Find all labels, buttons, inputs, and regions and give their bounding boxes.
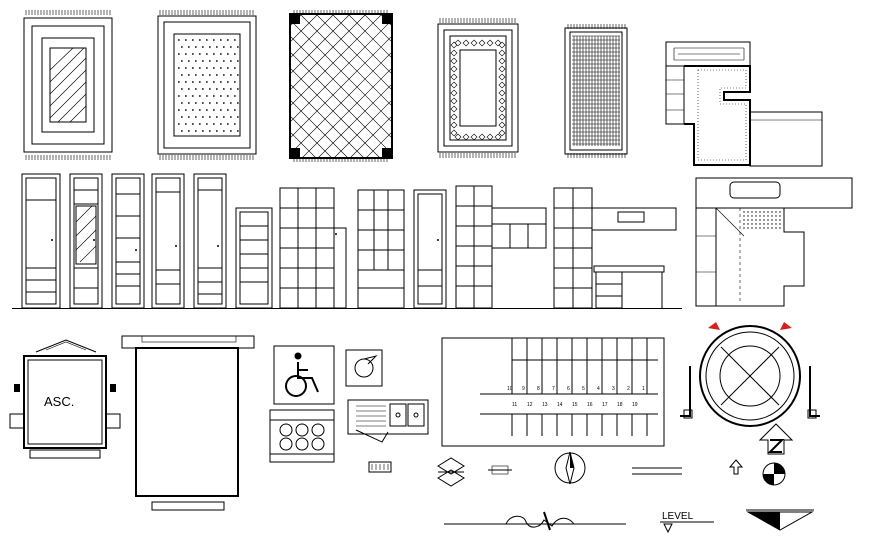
compass-icon [554,451,586,485]
stair-number: 19 [632,402,638,408]
rug-4 [432,18,524,158]
stair-number: 15 [572,402,578,408]
stair-number: 13 [542,402,548,408]
north-arrow [756,422,796,456]
stair-number: 11 [512,402,517,408]
stove [266,408,338,468]
level-mark-icon [746,509,814,531]
stair-number: 1 [642,386,645,392]
rotation-symbol [344,348,384,388]
fringe [25,10,111,160]
stair-number: 8 [537,386,540,392]
section-mark-icon [762,462,786,486]
stair-number: 6 [567,386,570,392]
break-line [630,464,684,480]
level-mark-icon: LEVEL [660,511,714,534]
stair-number: 5 [582,386,585,392]
accessible-icon [273,345,335,405]
level-mark: LEVEL [658,508,718,536]
stair-number: 4 [597,386,600,392]
rug-icon [23,10,113,160]
level-triangle [744,504,816,532]
up-arrow [728,458,744,476]
wardrobe-icon [665,41,823,167]
closet-plan [664,40,824,170]
north-arrow-icon [758,423,794,455]
stair-number: 10 [507,386,513,392]
rug-icon [289,10,393,162]
stair-number: 3 [612,386,615,392]
closet-plan-2 [694,176,854,310]
elevation-mark [436,456,466,490]
compass [552,448,588,488]
baseline [12,308,682,309]
stair-number: 7 [552,386,555,392]
tag-icon [488,465,512,475]
tag-icon [368,461,392,473]
fringe [159,10,254,160]
stove-icon [269,409,335,463]
stair-number: 16 [587,402,593,408]
stair-number: 2 [627,386,630,392]
elevation-mark-icon [437,457,465,487]
elevator-label: ASC. [44,394,74,409]
room-plan [116,334,258,514]
break-line-icon [632,467,682,475]
revolving-door [676,316,824,428]
fringe [293,10,388,162]
rug-icon [437,18,519,158]
rug-2 [152,10,262,160]
sink-icon [347,399,429,443]
section-mark [760,460,788,488]
rug-5 [560,24,632,158]
elevator: ASC. [6,332,124,464]
small-mark [486,462,514,478]
bed-icon [121,335,255,511]
stair-number: 14 [557,402,563,408]
ornament-line [440,506,630,534]
sink-counter [342,396,434,446]
wardrobe-row [14,170,694,310]
level-label: LEVEL [662,511,694,522]
rug-icon [564,24,628,158]
fringe [439,18,516,158]
rug-1 [18,10,118,160]
stair-number: 9 [522,386,525,392]
fringe [567,24,626,158]
arrow-up-icon [728,459,744,475]
wardrobe-icon [695,177,853,307]
small-tag [368,460,392,473]
rug-3 [286,10,396,162]
wardrobe-icon [21,173,677,309]
rotate-icon [345,349,383,387]
elevator-icon: ASC. [9,339,121,459]
rug-icon [157,10,257,160]
ornament-icon [444,511,626,531]
accessible-sign [272,344,336,406]
stair-number: 12 [527,402,533,408]
stair-number: 17 [602,402,608,408]
stair-number: 18 [617,402,623,408]
revolving-door-icon [680,322,820,427]
